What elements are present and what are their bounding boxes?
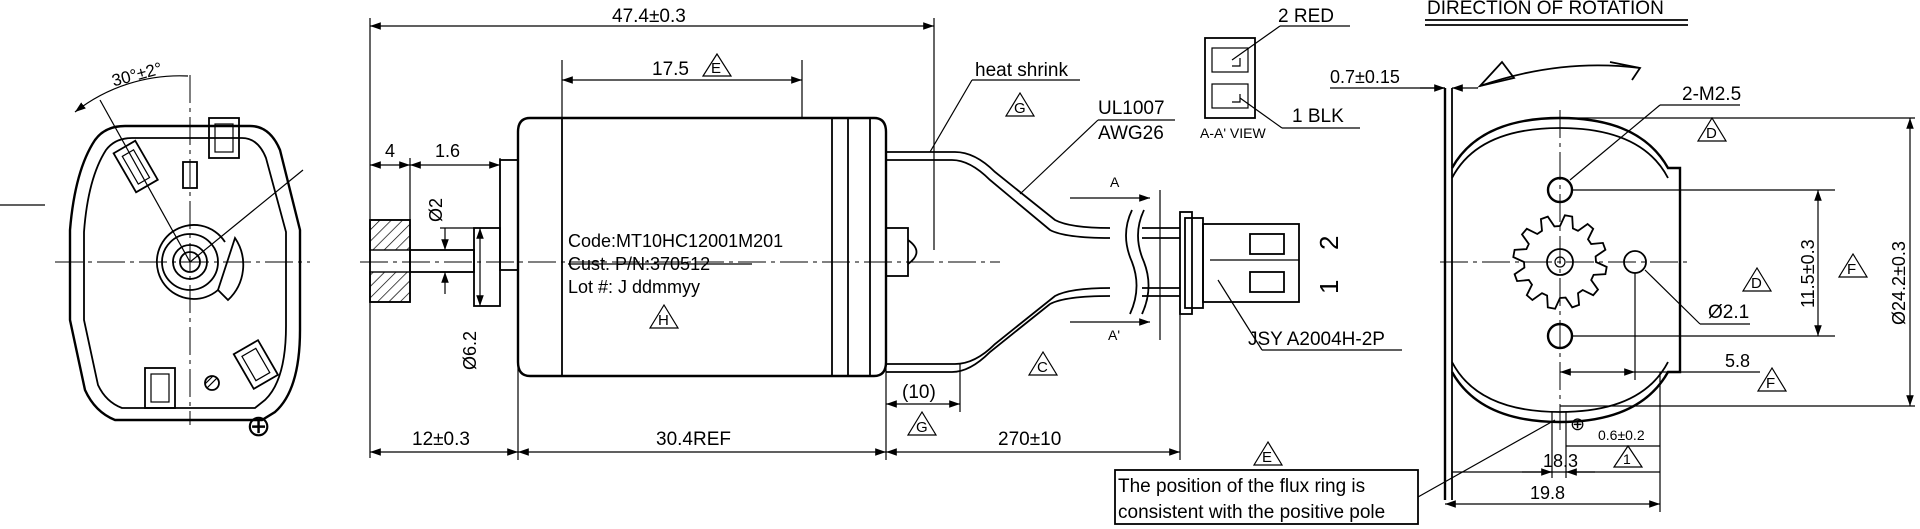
pin-1: 1 xyxy=(1314,280,1344,294)
marker-d-top: D xyxy=(1706,125,1717,142)
flux-note-line-1: The position of the flux ring is xyxy=(1118,476,1365,497)
note-connector: JSY A2004H-2P xyxy=(1248,329,1385,350)
dim-dia-2-1: Ø2.1 xyxy=(1708,302,1749,323)
marker-g-bottom: G xyxy=(916,419,928,436)
note-section-view: A-A' VIEW xyxy=(1200,125,1266,141)
pin-2: 2 xyxy=(1314,236,1344,250)
side-view: 47.4±0.3 17.5 E 4 1.6 xyxy=(360,6,1556,525)
gear-teeth xyxy=(1512,214,1608,310)
dim-5-8: 5.8 xyxy=(1725,351,1750,371)
note-blk-wire: 1 BLK xyxy=(1292,106,1344,127)
section-view: 2 RED 1 BLK A-A' VIEW xyxy=(1200,6,1360,141)
dim-body-ref: 30.4REF xyxy=(656,429,731,450)
dim-dia-6-2: Ø6.2 xyxy=(460,331,480,370)
marker-1: 1 xyxy=(1623,451,1631,467)
dim-body-seg: 17.5 xyxy=(652,59,689,80)
marker-d-right: D xyxy=(1751,275,1762,292)
dim-dia-2: Ø2 xyxy=(426,198,446,222)
dim-front-12: 12±0.3 xyxy=(412,429,470,450)
note-wire-spec-2: AWG26 xyxy=(1098,123,1164,144)
label-code: Code:MT10HC12001M201 xyxy=(568,231,783,251)
dim-18-3: 18.3 xyxy=(1543,451,1578,471)
note-heat-shrink: heat shrink xyxy=(975,60,1068,81)
flux-note-line-2: consistent with the positive pole xyxy=(1118,502,1385,523)
dim-lead-270: 270±10 xyxy=(998,429,1061,450)
note-red-wire: 2 RED xyxy=(1278,6,1334,27)
front-view: 30°±2° ⊕ xyxy=(0,59,310,443)
dim-dia-24-2: Ø24.2±0.3 xyxy=(1889,241,1909,325)
dim-shaft-1-6: 1.6 xyxy=(435,141,460,161)
marker-f-right: F xyxy=(1847,261,1856,278)
dim-0-6: 0.6±0.2 xyxy=(1598,427,1645,443)
dim-11-5: 11.5±0.3 xyxy=(1798,239,1818,308)
label-lot: Lot #: J ddmmyy xyxy=(568,277,700,297)
marker-g-top: G xyxy=(1014,100,1026,117)
dim-19-8: 19.8 xyxy=(1530,483,1565,503)
dim-shaft-4: 4 xyxy=(385,141,395,161)
plus-rear: ⊕ xyxy=(1570,414,1585,434)
marker-f-bottom: F xyxy=(1766,375,1775,392)
section-a-prime: A' xyxy=(1108,327,1120,343)
plus-symbol: ⊕ xyxy=(246,410,271,443)
dim-overall-length: 47.4±0.3 xyxy=(612,6,686,27)
rear-view: DIRECTION OF ROTATION 0.7±0.15 2-M2.5 xyxy=(1330,0,1915,512)
dim-lead-10: (10) xyxy=(902,382,936,403)
marker-h: H xyxy=(658,312,669,329)
marker-c: C xyxy=(1037,359,1048,376)
angle-label: 30°±2° xyxy=(110,59,164,91)
note-wire-spec-1: UL1007 xyxy=(1098,98,1165,119)
rotation-title: DIRECTION OF ROTATION xyxy=(1427,0,1664,19)
dim-screws: 2-M2.5 xyxy=(1682,84,1741,105)
dim-gap-0-7: 0.7±0.15 xyxy=(1330,67,1400,87)
pinion-gear xyxy=(1512,214,1608,310)
marker-e-bottom: E xyxy=(1262,449,1272,466)
marker-e-top: E xyxy=(711,60,721,77)
section-a: A xyxy=(1110,174,1120,190)
